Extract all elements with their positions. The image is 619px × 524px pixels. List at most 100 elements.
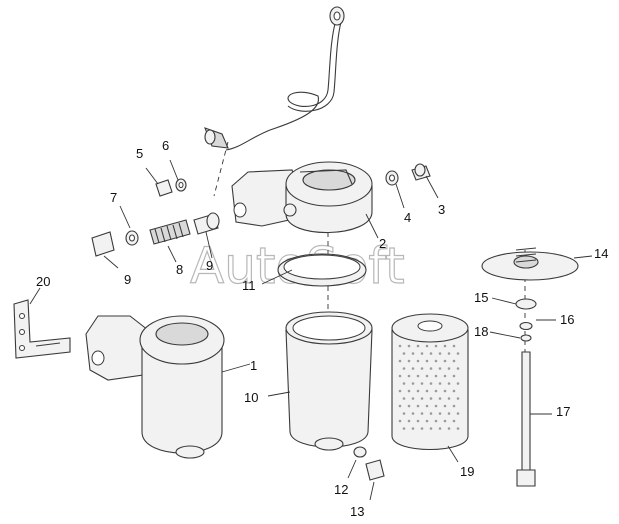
perforation-dot	[425, 359, 429, 363]
callout-2: 2	[379, 236, 386, 251]
perforation-dot	[407, 359, 411, 363]
perforation-dot	[416, 374, 420, 378]
callout-12: 12	[334, 482, 348, 497]
perforation-dot	[438, 352, 442, 355]
plug-screw	[411, 163, 431, 181]
perforation-dot	[411, 427, 415, 430]
mounting-bracket	[13, 299, 71, 359]
perforation-dot	[447, 397, 451, 400]
perforation-dot	[425, 389, 429, 393]
perforation-dot	[456, 352, 460, 355]
callout-4: 4	[404, 210, 411, 225]
perforation-dot	[416, 419, 420, 423]
callout-18: 18	[474, 324, 488, 339]
perforation-dot	[443, 419, 447, 423]
callout-13: 13	[350, 504, 364, 519]
perforation-dot	[407, 404, 411, 408]
spacer-bushing	[515, 298, 537, 310]
callout-7: 7	[110, 190, 117, 205]
perforation-dot	[429, 397, 433, 400]
perforation-dot	[407, 374, 411, 378]
perforation-dot	[438, 382, 442, 385]
perforation-dot	[434, 389, 438, 393]
perforation-dot	[429, 382, 433, 385]
callout-19: 19	[460, 464, 474, 479]
filter-element	[391, 313, 469, 450]
perforation-dot	[416, 389, 420, 393]
perforation-dot	[402, 367, 406, 370]
perforation-dot	[456, 397, 460, 400]
callout-9-right: 9	[206, 258, 213, 273]
perforation-dot	[443, 389, 447, 393]
perforation-dot	[447, 352, 451, 355]
perforation-dot	[434, 419, 438, 423]
perforation-dot	[407, 419, 411, 423]
perforation-dot	[411, 382, 415, 385]
seal-rod	[520, 334, 532, 342]
perforation-dot	[398, 374, 402, 378]
perforation-dot	[425, 344, 429, 348]
perforation-dot	[402, 427, 406, 430]
drain-plug	[365, 459, 385, 481]
perforation-dot	[416, 359, 420, 363]
perforation-dot	[456, 427, 460, 430]
perforation-dot	[434, 374, 438, 378]
fuel-pipe	[204, 6, 345, 151]
filter-head-assembly	[231, 161, 373, 234]
callout-3: 3	[438, 202, 445, 217]
perforation-dot	[438, 412, 442, 415]
perforation-dot	[434, 404, 438, 408]
callout-17: 17	[556, 404, 570, 419]
perforation-dot	[402, 412, 406, 415]
perforation-dot	[429, 412, 433, 415]
callout-1: 1	[250, 358, 257, 373]
perforation-dot	[420, 427, 424, 430]
perforation-dot	[447, 412, 451, 415]
leader-lines	[29, 159, 593, 501]
perforation-dot	[443, 404, 447, 408]
perforation-dot	[398, 404, 402, 408]
perforation-dot	[429, 427, 433, 430]
element-perforations	[398, 344, 460, 430]
callout-20: 20	[36, 274, 50, 289]
drain-washer	[353, 446, 367, 458]
perforation-dot	[429, 367, 433, 370]
perforation-dot	[447, 382, 451, 385]
perforation-dot	[416, 404, 420, 408]
perforation-dot	[420, 367, 424, 370]
perforation-dot	[452, 419, 456, 423]
washer-rod	[519, 321, 533, 331]
callout-16: 16	[560, 312, 574, 327]
perforation-dot	[407, 389, 411, 393]
perforation-dot	[443, 344, 447, 348]
callout-6: 6	[162, 138, 169, 153]
bolt-small	[155, 179, 173, 197]
perforation-dot	[411, 397, 415, 400]
perforation-dot	[452, 359, 456, 363]
perforation-dot	[447, 427, 451, 430]
perforation-dot	[398, 344, 402, 348]
perforation-dot	[443, 359, 447, 363]
filter-bowl	[285, 311, 373, 451]
perforation-dot	[456, 412, 460, 415]
perforation-dot	[411, 412, 415, 415]
perforation-dot	[420, 382, 424, 385]
spring-valve-set	[91, 212, 220, 257]
perforation-dot	[411, 367, 415, 370]
callout-11: 11	[242, 278, 256, 293]
callout-14: 14	[594, 246, 608, 261]
perforation-dot	[447, 367, 451, 370]
perforation-dot	[420, 397, 424, 400]
perforation-dot	[452, 344, 456, 348]
perforation-dot	[398, 419, 402, 423]
perforation-dot	[398, 359, 402, 363]
perforation-dot	[443, 374, 447, 378]
perforation-dot	[452, 389, 456, 393]
perforation-dot	[416, 344, 420, 348]
perforation-dot	[429, 352, 433, 355]
perforation-dot	[452, 404, 456, 408]
callout-8: 8	[176, 262, 183, 277]
perforation-dot	[438, 427, 442, 430]
callout-5: 5	[136, 146, 143, 161]
callout-9-left: 9	[124, 272, 131, 287]
